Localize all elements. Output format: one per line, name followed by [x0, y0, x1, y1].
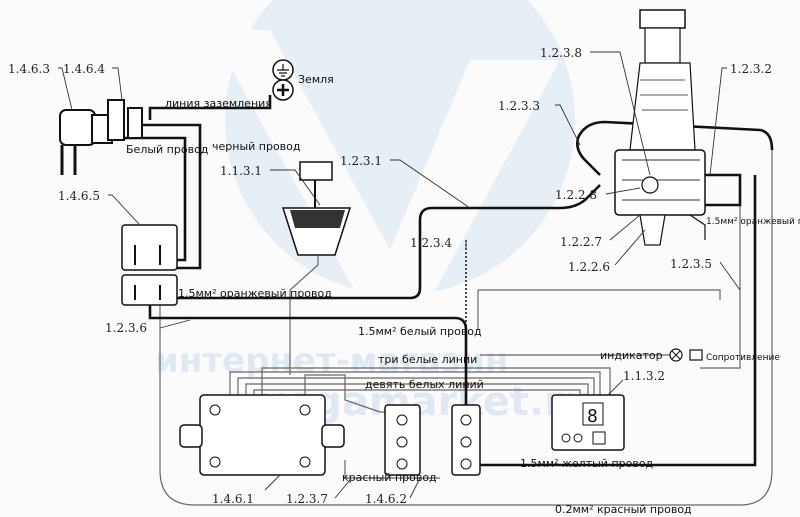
wire-bundle-3: [245, 383, 589, 395]
watermark-text-1: интернет-магазин: [155, 341, 508, 381]
power-plug: [59, 109, 113, 175]
ref-1227: 1.2.2.7: [560, 235, 602, 249]
label-orange-left: 1.5мм² оранжевый провод: [178, 287, 332, 300]
label-resistance: Сопротивление: [706, 353, 780, 363]
indicator-display: 8: [551, 394, 625, 451]
wire-orange-right: [690, 173, 742, 207]
label-ground-line: линия заземления: [165, 97, 272, 110]
wire-yellow: [478, 175, 757, 467]
ref-1464: 1.4.6.4: [63, 62, 105, 76]
terminal-block: [384, 404, 481, 476]
wire-white-plug: [130, 123, 202, 270]
thick-wires: [110, 95, 774, 467]
label-indicator: индикатор: [600, 349, 663, 362]
ref-1236: 1.2.3.6: [105, 321, 147, 335]
control-module: [179, 394, 345, 476]
reference-labels: 1.4.6.3 1.4.6.4 1.4.6.5 1.1.3.1 1.2.3.1 …: [8, 46, 772, 506]
display-digit: 8: [587, 406, 598, 427]
wire-bundle-6: [261, 367, 611, 395]
label-red-02: 0.2мм² красный провод: [555, 503, 692, 516]
ref-1234: 1.2.3.4: [410, 236, 452, 250]
captions: Земля линия заземления Белый провод черн…: [126, 73, 800, 516]
wire-red-02: [159, 150, 773, 506]
wire-1231: [175, 184, 601, 300]
ref-1462: 1.4.6.2: [365, 492, 407, 506]
ref-1231: 1.2.3.1: [340, 154, 382, 168]
watermark: интернет-магазин vegamarket.ru: [155, 0, 592, 425]
label-black-wire: черный провод: [212, 140, 301, 153]
label-ground: Земля: [298, 73, 334, 86]
wire-bundle-2: [237, 377, 595, 395]
wire-bundle-1: [229, 371, 601, 395]
plug-clamp: [107, 99, 143, 141]
wire-resistance-top: [477, 289, 721, 330]
ref-1235: 1.2.3.5: [670, 257, 712, 271]
wire-bundle-4: [253, 389, 581, 395]
resistor: [669, 348, 703, 362]
ref-1132: 1.1.3.2: [623, 369, 665, 383]
burner-valve: [614, 9, 706, 246]
ref-1232: 1.2.3.2: [730, 62, 772, 76]
label-white-15: 1.5мм² белый провод: [358, 325, 482, 338]
socket-block: [121, 224, 178, 306]
label-yellow: 1.5мм² желтый провод: [520, 457, 654, 470]
ref-1228: 1.2.2.8: [555, 188, 597, 202]
wire-red-short: [344, 460, 440, 479]
wire-resistance-right: [700, 175, 741, 369]
ref-1238: 1.2.3.8: [540, 46, 582, 60]
wire-bundle-5: [304, 374, 381, 413]
label-nine-white: девять белых линий: [365, 378, 484, 391]
ref-1226: 1.2.2.6: [568, 260, 610, 274]
thin-wires: [159, 150, 773, 506]
ref-1131: 1.1.3.1: [220, 164, 262, 178]
ref-1237: 1.2.3.7: [286, 492, 328, 506]
leader-lines: [58, 51, 741, 499]
thermocouple-cup: [281, 161, 352, 256]
ref-1463: 1.4.6.3: [8, 62, 50, 76]
label-orange-right: 1.5мм² оранжевый провод: [706, 217, 800, 227]
ref-1461: 1.4.6.1: [212, 492, 254, 506]
label-red-short: красный провод: [342, 471, 437, 484]
wire-ground: [148, 95, 272, 120]
ref-1233: 1.2.3.3: [498, 99, 540, 113]
ref-1465: 1.4.6.5: [58, 189, 100, 203]
ground-icon: [272, 59, 294, 101]
label-white-wire: Белый провод: [126, 143, 209, 156]
wire-1233: [576, 120, 774, 176]
wire-black: [289, 255, 319, 375]
label-three-white: три белые линии: [378, 353, 477, 366]
watermark-logo-v: [210, 30, 560, 300]
